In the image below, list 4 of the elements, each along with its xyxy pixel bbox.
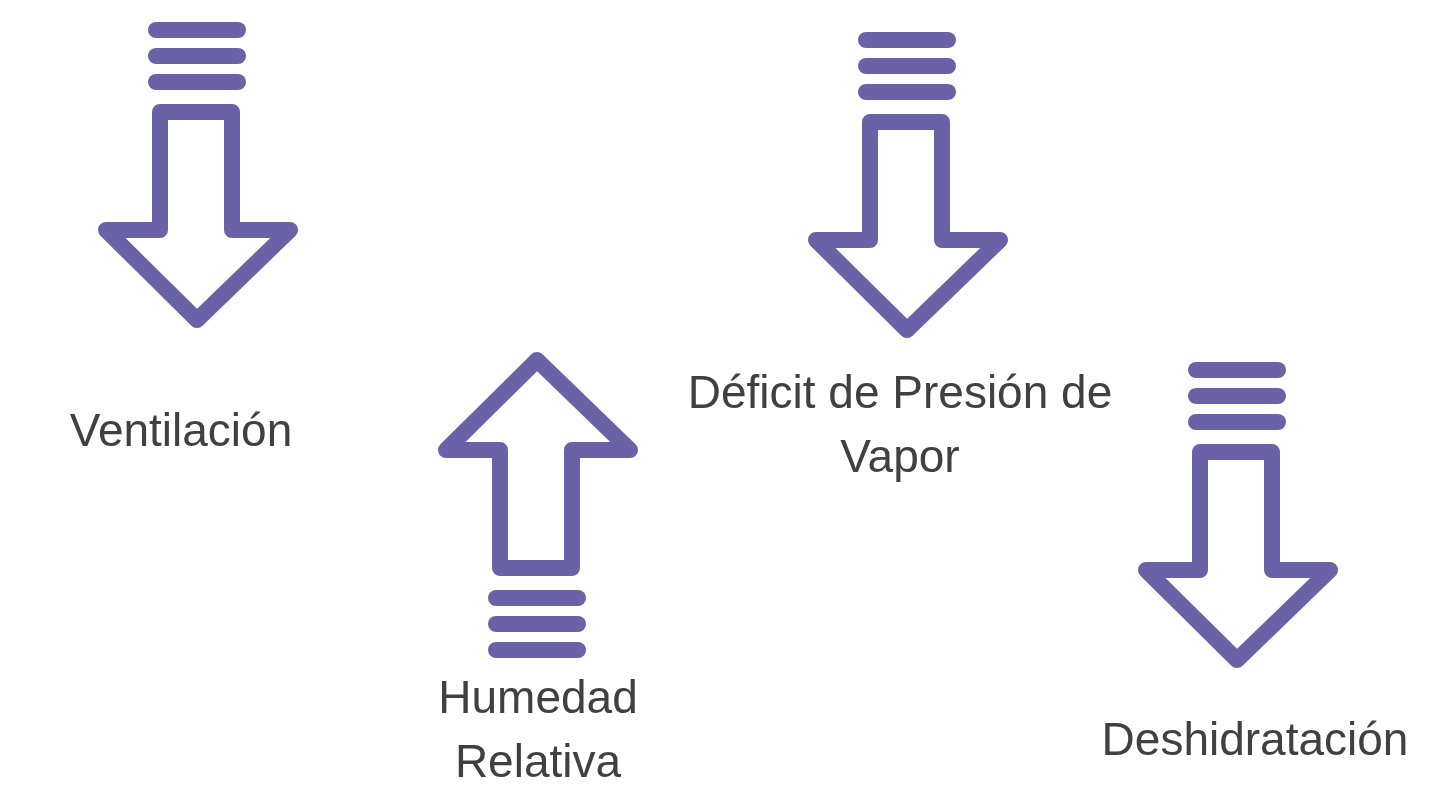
factor-label: Déficit de Presión de Vapor (686, 365, 1114, 484)
factor-label: Humedad Relativa (437, 670, 639, 789)
factor-label: Ventilación (68, 403, 294, 458)
factor-label: Deshidratación (1100, 712, 1410, 767)
